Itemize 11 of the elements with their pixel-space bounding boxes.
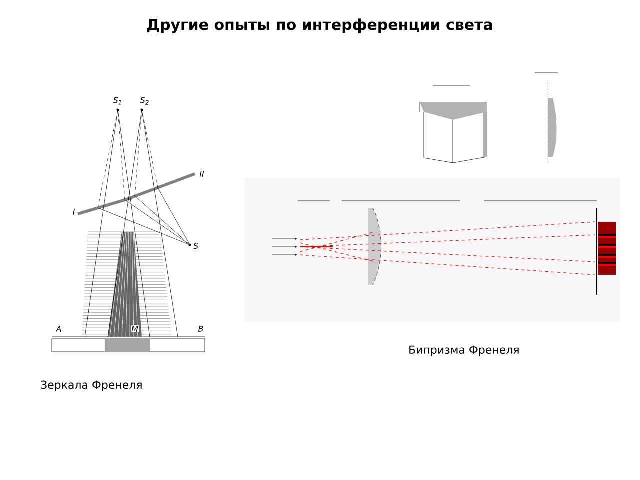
letter-label: II — [199, 170, 205, 178]
caption: Зеркала Френеля — [41, 380, 142, 392]
letter-label: M — [131, 326, 139, 332]
letter-label: I — [72, 208, 76, 216]
caption: Бипризма Френеля — [410, 346, 519, 356]
letter-label: S$_{2}$ — [140, 96, 150, 106]
letter-label: B — [198, 326, 204, 332]
letter-label: S — [192, 242, 200, 250]
title: Другие опыты по интерференции света — [148, 18, 492, 34]
letter-label: S$_{1}$ — [112, 96, 124, 106]
letter-label: A — [56, 326, 62, 332]
